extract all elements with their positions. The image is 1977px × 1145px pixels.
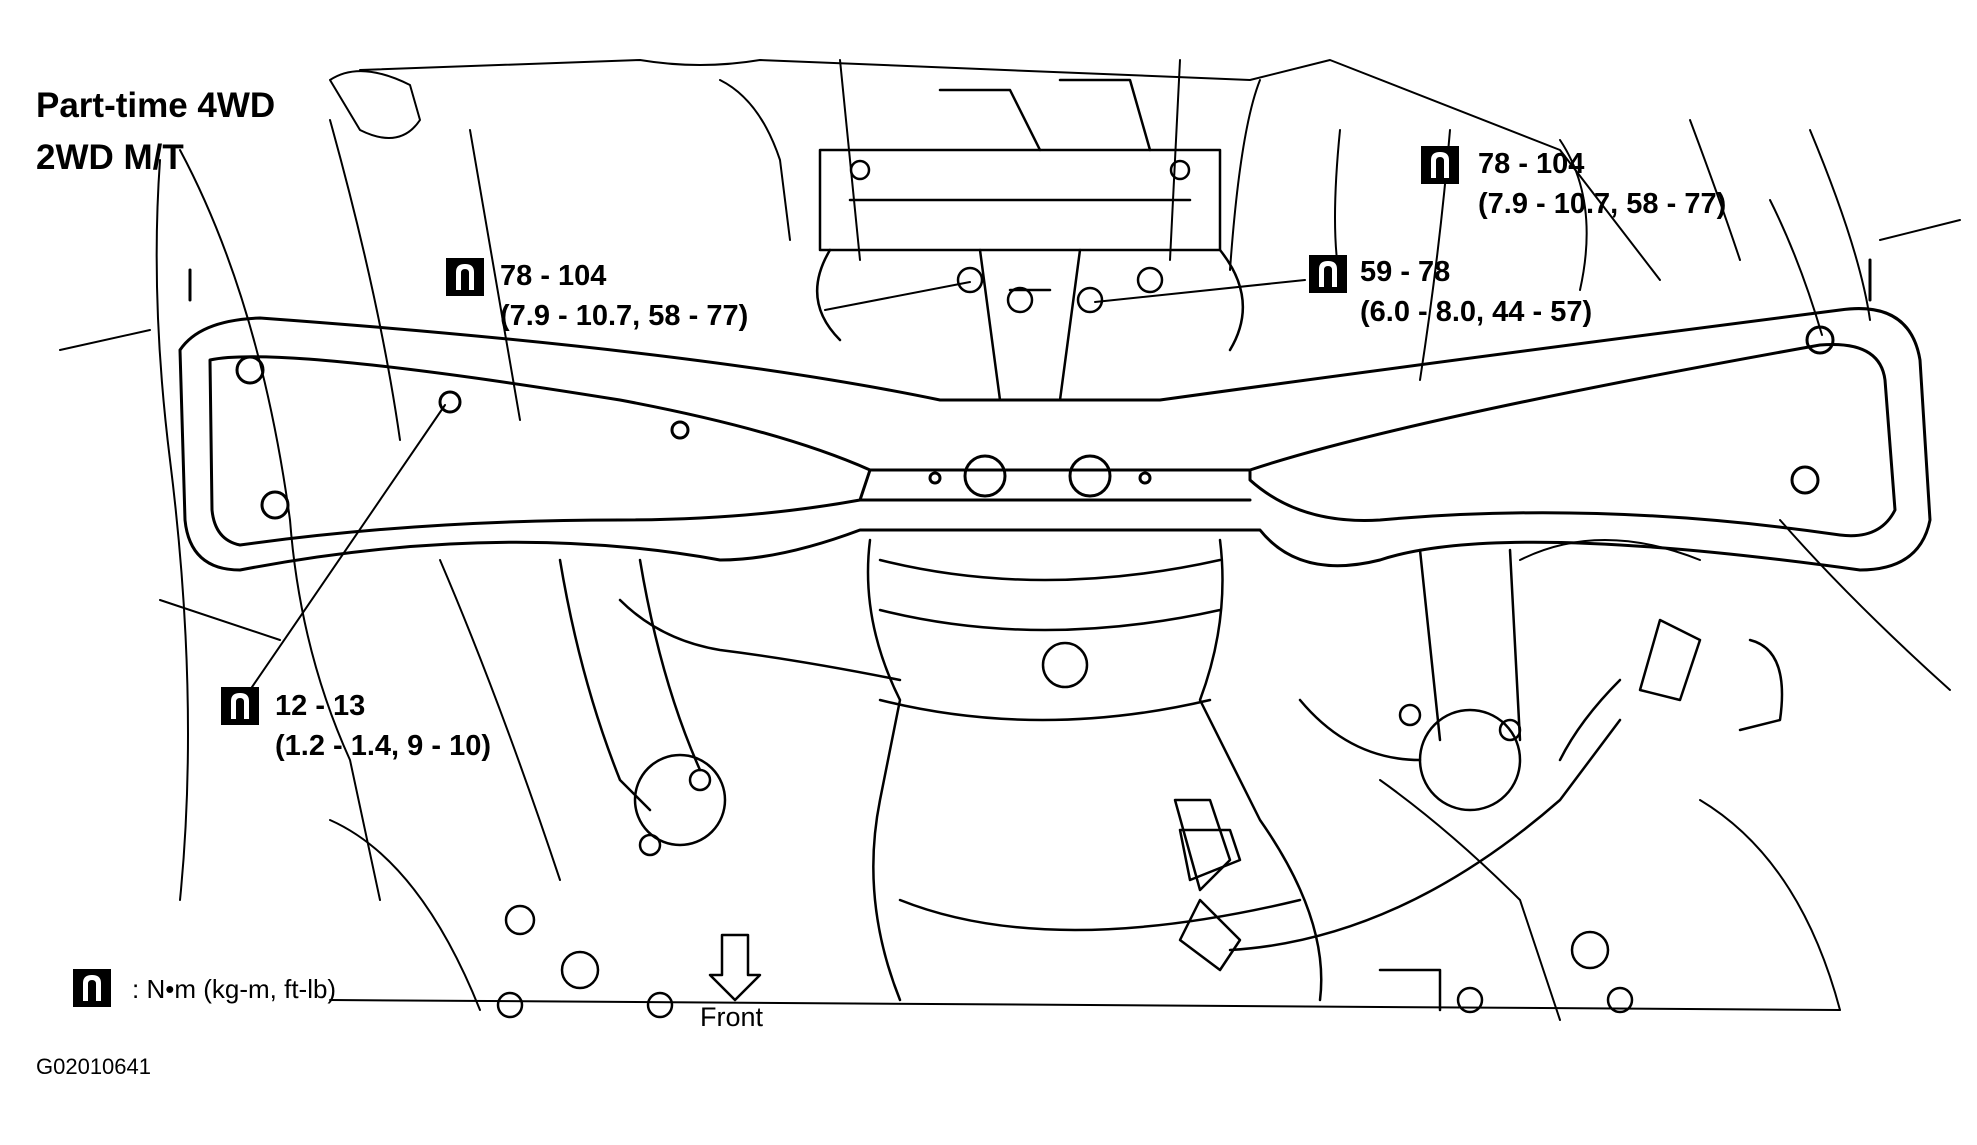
torque-callout-1-value: 78 - 104 <box>500 260 607 292</box>
leader-lines <box>249 199 1823 691</box>
transmission-mount-bracket <box>815 78 1245 402</box>
torque-callout-4-conversion: (1.2 - 1.4, 9 - 10) <box>275 730 491 762</box>
diagram-title-line2: 2WD M/T <box>36 138 184 177</box>
diagram-title-line1: Part-time 4WD <box>36 86 276 125</box>
transmission-case <box>866 538 1323 1002</box>
torque-callout-2-conversion: (6.0 - 8.0, 44 - 57) <box>1360 296 1593 328</box>
figure-id: G02010641 <box>36 1054 151 1079</box>
torque-wrench-icon <box>220 686 260 726</box>
torque-callout-3-value: 78 - 104 <box>1478 148 1585 180</box>
left-exhaust-pipe <box>558 558 902 857</box>
right-exhaust-pipe <box>1298 548 1784 812</box>
torque-units-legend: : N•m (kg-m, ft-lb) <box>132 974 337 1004</box>
torque-wrench-icon <box>1308 254 1348 294</box>
torque-wrench-icon <box>72 968 112 1008</box>
front-direction-label: Front <box>700 1002 764 1032</box>
front-arrow <box>708 933 762 1002</box>
torque-wrench-icon <box>1420 145 1460 185</box>
torque-callout-2-value: 59 - 78 <box>1360 256 1451 288</box>
lower-brackets <box>496 718 1634 1019</box>
torque-callout-3-conversion: (7.9 - 10.7, 58 - 77) <box>1478 188 1727 220</box>
torque-wrench-icon <box>445 257 485 297</box>
torque-callout-4-value: 12 - 13 <box>275 690 366 722</box>
crossmember <box>178 258 1932 572</box>
torque-callout-1-conversion: (7.9 - 10.7, 58 - 77) <box>500 300 749 332</box>
